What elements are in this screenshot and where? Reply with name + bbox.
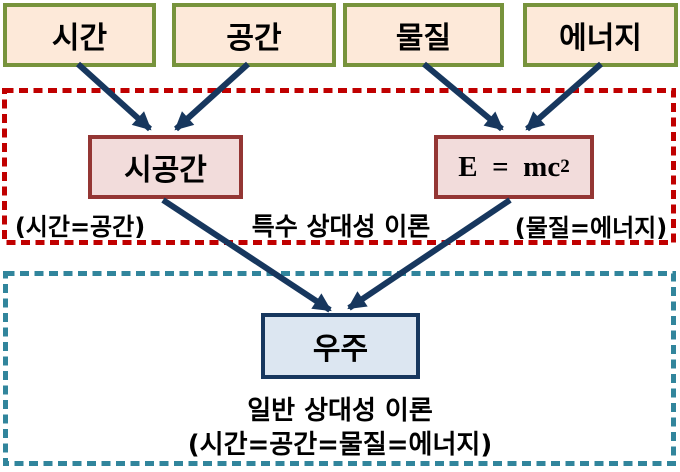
box-energy-label: 에너지 [559,21,642,56]
box-spacetime: 시공간 [88,135,243,199]
label-general-relativity: 일반 상대성 이론 [247,396,433,426]
note-matter-equals-energy: (물질=에너지) [514,214,668,242]
box-spacetime-label: 시공간 [124,153,207,188]
box-space: 공간 [172,3,336,67]
box-universe: 우주 [261,313,420,379]
box-matter: 물질 [343,3,504,67]
label-special-relativity: 특수 상대성 이론 [251,212,431,241]
special-relativity-zone-border [2,88,676,245]
box-universe-label: 우주 [312,332,369,367]
general-relativity-zone-border [3,271,676,466]
box-time: 시간 [3,3,156,67]
box-matter-label: 물질 [395,21,452,56]
box-time-label: 시간 [51,21,108,56]
note-all-equal: (시간=공간=물질=에너지) [187,430,493,460]
note-time-equals-space: (시간=공간) [14,213,146,241]
formula-base: E = mc [458,150,561,183]
box-energy: 에너지 [523,3,678,67]
box-space-label: 공간 [226,21,282,56]
